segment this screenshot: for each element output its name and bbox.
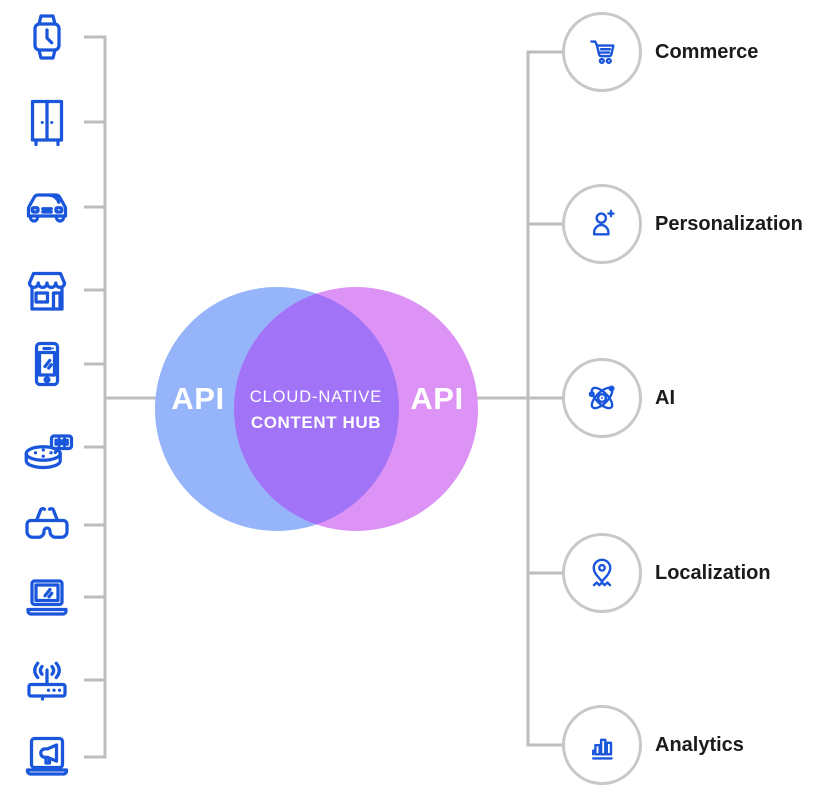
router-icon	[17, 650, 77, 710]
venn-diagram	[155, 287, 478, 531]
right-api-label: API	[410, 381, 464, 416]
bar-chart-icon	[592, 738, 613, 760]
analytics-circle	[562, 705, 642, 785]
hub-title-line1: CLOUD-NATIVE	[249, 388, 383, 406]
commerce-circle	[562, 12, 642, 92]
localization-label: Localization	[655, 562, 771, 584]
shopping-cart-icon	[590, 40, 615, 65]
localization-circle	[562, 533, 642, 613]
hub-title-line2: CONTENT HUB	[250, 413, 382, 432]
wardrobe-icon	[17, 92, 77, 152]
commerce-label: Commerce	[655, 41, 759, 63]
smart-speaker-icon	[17, 417, 77, 477]
smartphone-icon	[17, 334, 77, 394]
ar-glasses-icon	[17, 495, 77, 555]
person-plus-icon	[592, 209, 615, 236]
personalization-circle	[562, 184, 642, 264]
analytics-label: Analytics	[655, 734, 744, 756]
map-pin-icon	[592, 558, 612, 587]
ai-circle	[562, 358, 642, 438]
left-api-label: API	[171, 381, 225, 416]
laptop-megaphone-icon	[17, 727, 77, 787]
car-icon	[17, 177, 77, 237]
ai-label: AI	[655, 387, 675, 409]
venn-overlap	[234, 287, 399, 531]
laptop-icon	[17, 567, 77, 627]
personalization-label: Personalization	[655, 213, 803, 235]
storefront-icon	[17, 260, 77, 320]
left-trunk-line	[84, 35, 107, 759]
atom-icon	[588, 385, 615, 410]
smartwatch-icon	[17, 7, 77, 67]
hub-title: CLOUD-NATIVE CONTENT HUB	[231, 386, 401, 436]
